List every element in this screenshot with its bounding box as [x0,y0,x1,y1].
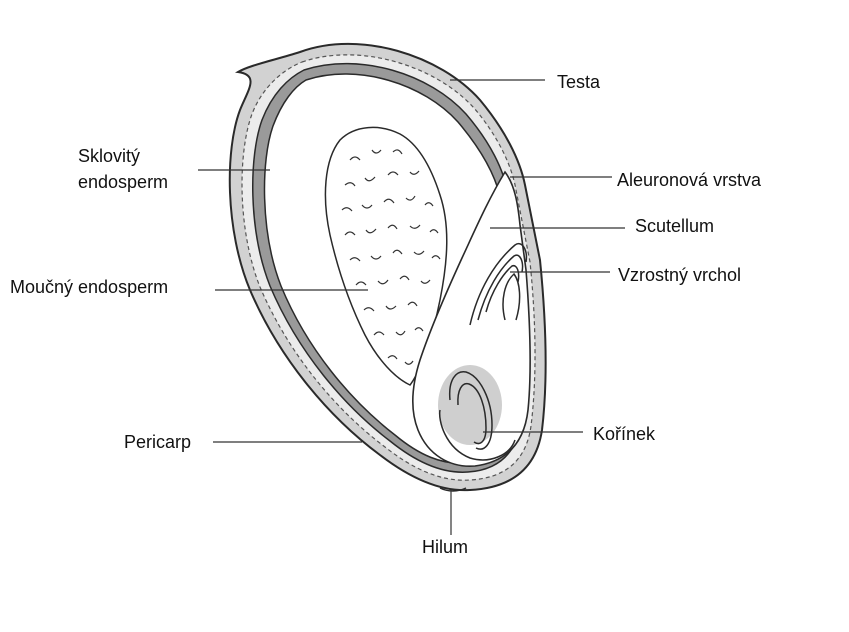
label-aleurone: Aleuronová vrstva [617,170,762,190]
label-pericarp: Pericarp [124,432,191,452]
radicle-fill [438,365,502,445]
label-hilum: Hilum [422,537,468,557]
label-testa: Testa [557,72,601,92]
label-vitreous-line1: Sklovitý [78,146,140,166]
label-vitreous-line2: endosperm [78,172,168,192]
label-apex: Vzrostný vrchol [618,265,741,285]
label-floury: Moučný endosperm [10,277,168,297]
label-radicle: Kořínek [593,424,656,444]
label-scutellum: Scutellum [635,216,714,236]
